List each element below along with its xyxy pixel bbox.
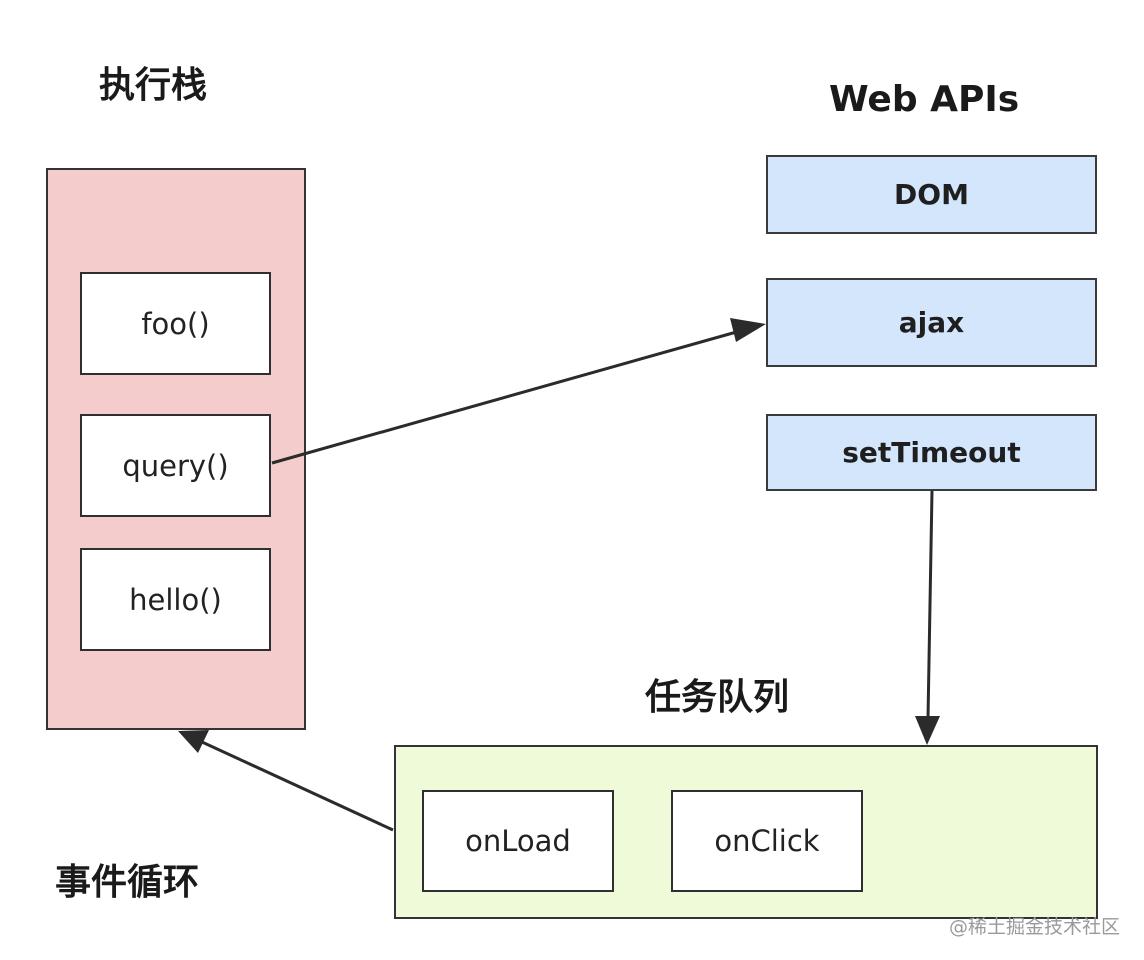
web-api-ajax: ajax (766, 278, 1097, 367)
task-queue-heading: 任务队列 (645, 677, 790, 718)
watermark-text: @稀土掘金技术社区 (948, 916, 1120, 938)
call-stack-heading: 执行栈 (99, 65, 208, 106)
web-api-settimeout: setTimeout (766, 414, 1097, 491)
arrow-settimeout-to-queue (915, 490, 940, 745)
arrow-queue-to-stack (178, 730, 394, 832)
arrow-query-to-ajax (271, 318, 766, 465)
task-onclick: onClick (671, 790, 863, 892)
web-apis-heading: Web APIs (829, 79, 1020, 120)
task-onload: onLoad (422, 790, 614, 892)
stack-frame-foo: foo() (80, 272, 271, 375)
web-api-dom: DOM (766, 155, 1097, 234)
stack-frame-query: query() (80, 414, 271, 517)
stack-frame-hello: hello() (80, 548, 271, 651)
event-loop-heading: 事件循环 (55, 862, 200, 903)
